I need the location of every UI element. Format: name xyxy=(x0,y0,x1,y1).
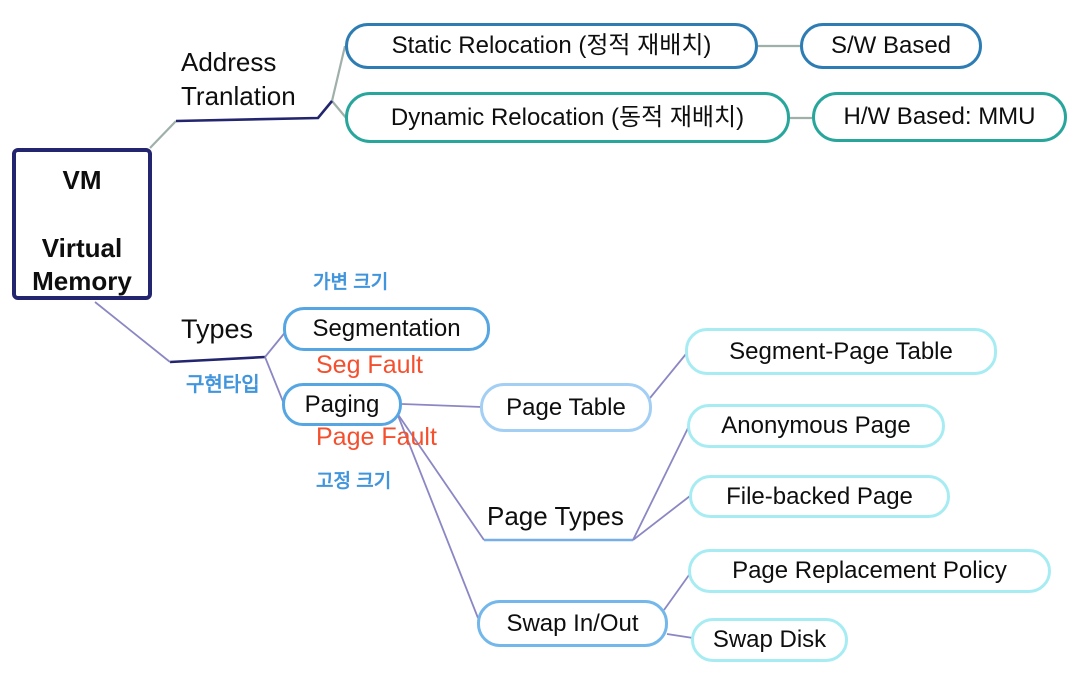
node-page-table[interactable]: Page Table xyxy=(480,383,652,432)
edge-paging-to-swap xyxy=(396,412,479,619)
edge-pagetypes-to-anonymous xyxy=(632,427,689,541)
edge-swap-to-replacement xyxy=(663,574,690,611)
edge-vm-to-types xyxy=(94,301,171,363)
label-implementation-type[interactable]: 구현타입 xyxy=(186,374,260,396)
edge-pagetypes-to-filebacked xyxy=(632,495,691,541)
edge-vm-to-address xyxy=(149,120,177,149)
node-swap-in-out[interactable]: Swap In/Out xyxy=(477,600,668,647)
node-swap-disk[interactable]: Swap Disk xyxy=(691,618,848,662)
label-address-translation[interactable]: Address Tranlation xyxy=(181,47,296,111)
node-dynamic-relocation[interactable]: Dynamic Relocation (동적 재배치) xyxy=(345,92,790,143)
node-static-relocation[interactable]: Static Relocation (정적 재배치) xyxy=(345,23,758,69)
label-page-fault[interactable]: Page Fault xyxy=(316,423,437,451)
label-variable-size[interactable]: 가변 크기 xyxy=(313,272,389,293)
node-vm[interactable]: VM Virtual Memory xyxy=(12,148,152,300)
node-anonymous-page[interactable]: Anonymous Page xyxy=(687,404,945,448)
edge-address-to-dynamic xyxy=(331,100,348,120)
underline-address-translation xyxy=(175,100,334,123)
node-segment-page-table[interactable]: Segment-Page Table xyxy=(685,328,997,375)
node-page-replacement-policy[interactable]: Page Replacement Policy xyxy=(688,549,1051,593)
label-types[interactable]: Types xyxy=(181,314,254,344)
edge-paging-to-pagetypes xyxy=(396,412,485,541)
node-sw-based[interactable]: S/W Based xyxy=(800,23,982,69)
edge-pagetable-to-segpagetable xyxy=(649,353,687,399)
node-file-backed-page[interactable]: File-backed Page xyxy=(689,475,950,518)
edge-types-to-paging xyxy=(264,356,285,405)
label-fixed-size[interactable]: 고정 크기 xyxy=(316,471,392,492)
edge-paging-to-pagetable xyxy=(401,403,483,408)
underline-types xyxy=(169,355,266,364)
node-paging[interactable]: Paging xyxy=(282,383,402,426)
node-hw-based-mmu[interactable]: H/W Based: MMU xyxy=(812,92,1067,142)
label-seg-fault[interactable]: Seg Fault xyxy=(316,351,424,379)
node-segmentation[interactable]: Segmentation xyxy=(283,307,490,351)
edge-address-to-static xyxy=(330,45,347,102)
edge-swap-to-swapdisk xyxy=(666,633,694,639)
label-page-types[interactable]: Page Types xyxy=(487,501,624,531)
